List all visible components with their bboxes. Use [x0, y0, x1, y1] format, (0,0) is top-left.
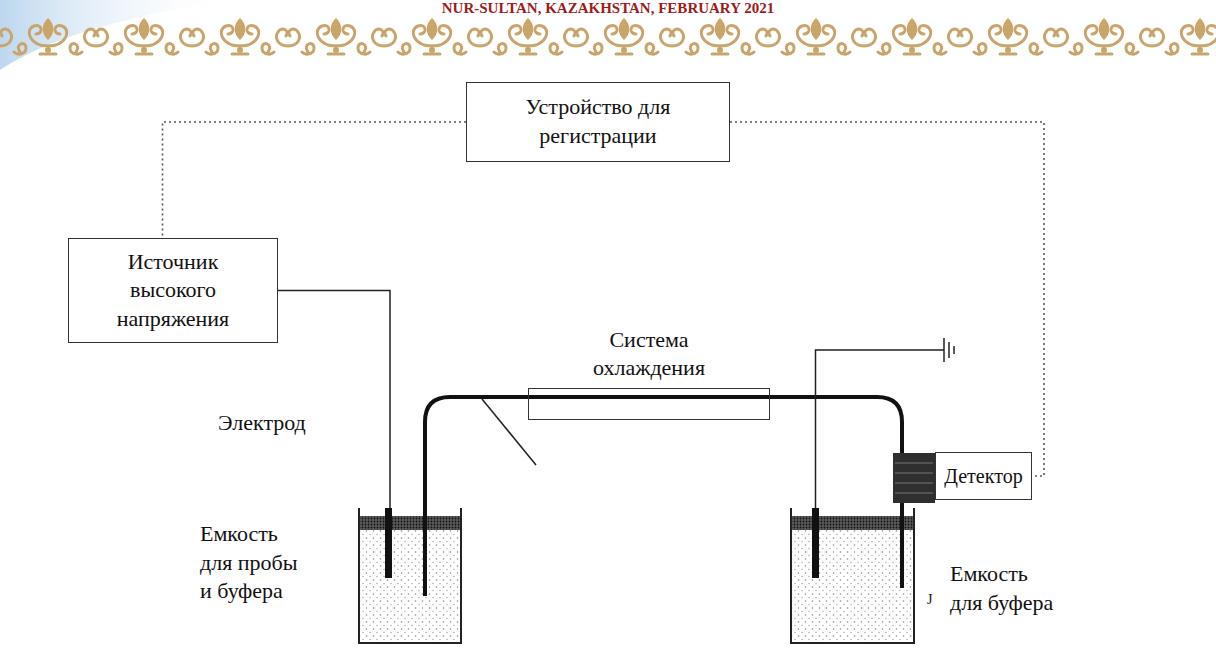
- capillary-end: [423, 508, 427, 596]
- event-header: NUR-SULTAN, KAZAKHSTAN, FEBRUARY 2021: [0, 0, 1216, 17]
- detector-cell: [893, 453, 935, 503]
- vessel-wall: [359, 508, 461, 643]
- electrode: [385, 508, 392, 578]
- connector: [278, 291, 390, 509]
- detector-box: Детектор: [935, 452, 1032, 500]
- sample-vessel: Емкость для пробы и буфера: [358, 508, 462, 644]
- electrode: [812, 508, 819, 578]
- box-text: Устройство для регистрации: [498, 93, 698, 150]
- vessel-label: Емкость для пробы и буфера: [200, 520, 306, 606]
- liquid-surface: [360, 516, 460, 530]
- vessel-wall: [791, 508, 914, 643]
- capillary-end: [900, 508, 904, 588]
- part-label: Электрод: [218, 411, 306, 435]
- vessel-outline: [790, 508, 915, 644]
- connector: [730, 122, 1044, 476]
- buffer-liquid: [360, 516, 460, 642]
- box-text: Источник высокого напряжения: [117, 248, 229, 334]
- buffer-liquid: [792, 516, 913, 642]
- vessel-label: Емкость для буфера: [950, 560, 1060, 617]
- box-text: Детектор: [944, 463, 1022, 489]
- connector: [770, 397, 902, 508]
- vessel-outline: [358, 508, 462, 644]
- buffer-vessel: Емкость для буфера: [790, 508, 915, 644]
- power-supply-box: Источник высокого напряжения: [68, 238, 278, 343]
- connector: [163, 122, 467, 238]
- connector: [425, 397, 528, 508]
- ground-wire: [816, 350, 945, 508]
- ornament-band: [0, 16, 1216, 56]
- box-heading: Система охлаждения: [593, 326, 705, 383]
- cooling-system-box: Система охлаждения: [528, 388, 770, 420]
- capillary: [528, 395, 770, 399]
- ground-symbol: [944, 338, 954, 362]
- liquid-surface: [792, 516, 913, 530]
- recorder-box: Устройство для регистрации: [466, 82, 730, 162]
- mark-label: J: [927, 592, 932, 607]
